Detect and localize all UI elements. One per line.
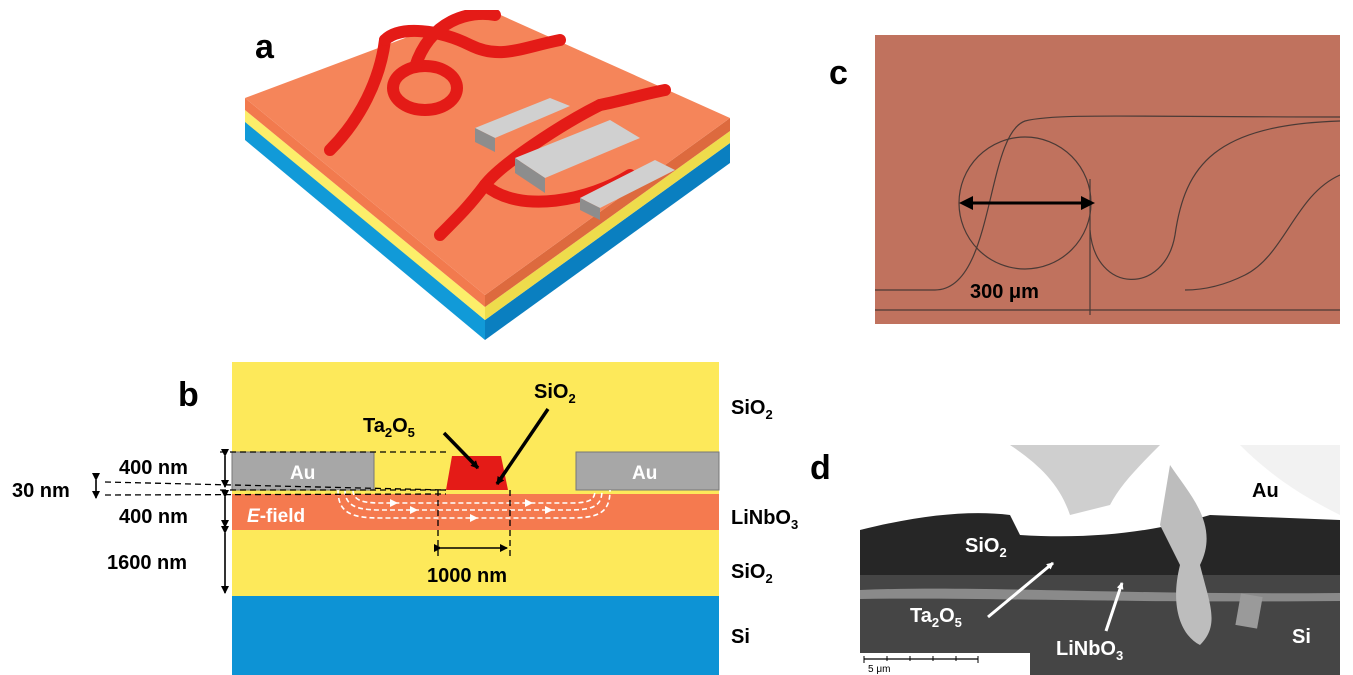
sem-au-label: Au	[1252, 480, 1279, 502]
sem-sio2-label: SiO2	[965, 535, 1007, 560]
callout-arrows	[442, 408, 550, 485]
linbo3-top-face	[245, 10, 730, 295]
panel-label-a: a	[255, 28, 274, 66]
au-left-label: Au	[290, 463, 315, 484]
si-substrate-layer	[232, 596, 719, 675]
panel-label-b: b	[178, 376, 199, 414]
oxide-right-face	[485, 131, 730, 320]
sem-scalebar-label: 5 μm	[868, 664, 890, 675]
layer-label-sio2-bottom: SiO2	[731, 561, 773, 586]
ta2o5-label: Ta2O5	[363, 415, 415, 440]
au-electrode-right	[575, 451, 720, 491]
electrode-thickness-label: 400 nm	[119, 457, 188, 479]
sem-particle	[1235, 593, 1263, 629]
panel-label-d: d	[810, 449, 831, 487]
linbo3-left-face	[245, 98, 485, 307]
sem-linbo3-band	[860, 588, 1340, 602]
dimension-guides	[104, 451, 511, 558]
substrate-right-face	[485, 143, 730, 340]
sem-debris-top	[1010, 445, 1160, 515]
linbo3-layer	[232, 494, 719, 530]
sem-au-flake	[1160, 465, 1212, 645]
ta2o5-waveguide	[446, 456, 508, 490]
cross-section-diagram: Au Au E-field Ta2O5 SiO2 400 nm	[12, 362, 798, 675]
buried-oxide-layer	[232, 530, 719, 596]
buried-oxide-label: 1600 nm	[107, 552, 187, 574]
sem-scalebar-ticks	[863, 656, 979, 663]
linbo3-thickness-label: 400 nm	[119, 506, 188, 528]
efield-label: E-field	[247, 506, 305, 527]
oxide-left-face	[245, 110, 485, 320]
linbo3-right-face	[485, 118, 730, 307]
electrodes	[475, 98, 675, 220]
micrograph-background	[875, 35, 1340, 324]
sem-linbo3-label: LiNbO3	[1056, 638, 1123, 663]
sem-au-top	[1240, 445, 1340, 515]
dimension-arrows	[92, 449, 508, 594]
sem-oxide-region	[860, 513, 1340, 575]
sem-si-label: Si	[1292, 626, 1311, 648]
au-right-label: Au	[632, 463, 657, 484]
efield-lines	[337, 489, 611, 519]
waveguide-width-label: 1000 nm	[427, 565, 507, 587]
layer-label-sio2-top: SiO2	[731, 397, 773, 422]
sio2-callout-label: SiO2	[534, 381, 576, 406]
panel-label-c: c	[829, 54, 848, 92]
optical-micrograph: 300 μm	[875, 35, 1340, 324]
micrograph-scale-arrow	[959, 196, 1095, 210]
gap-label: 30 nm	[12, 480, 70, 502]
substrate-left-face	[245, 120, 485, 340]
sem-arrows	[987, 561, 1124, 632]
layer-label-si: Si	[731, 626, 750, 648]
device-3d-illustration	[245, 10, 730, 340]
efield-arrowheads	[390, 499, 553, 522]
layer-label-linbo3: LiNbO3	[731, 507, 798, 532]
au-electrode-left	[231, 451, 375, 491]
micrograph-scale-label: 300 μm	[970, 281, 1039, 303]
sem-ta2o5-label: Ta2O5	[910, 605, 962, 630]
ring-resonator-waveguide	[324, 10, 566, 156]
sem-micrograph: Au SiO2 Ta2O5 LiNbO3 Si 5 μm	[860, 445, 1340, 675]
